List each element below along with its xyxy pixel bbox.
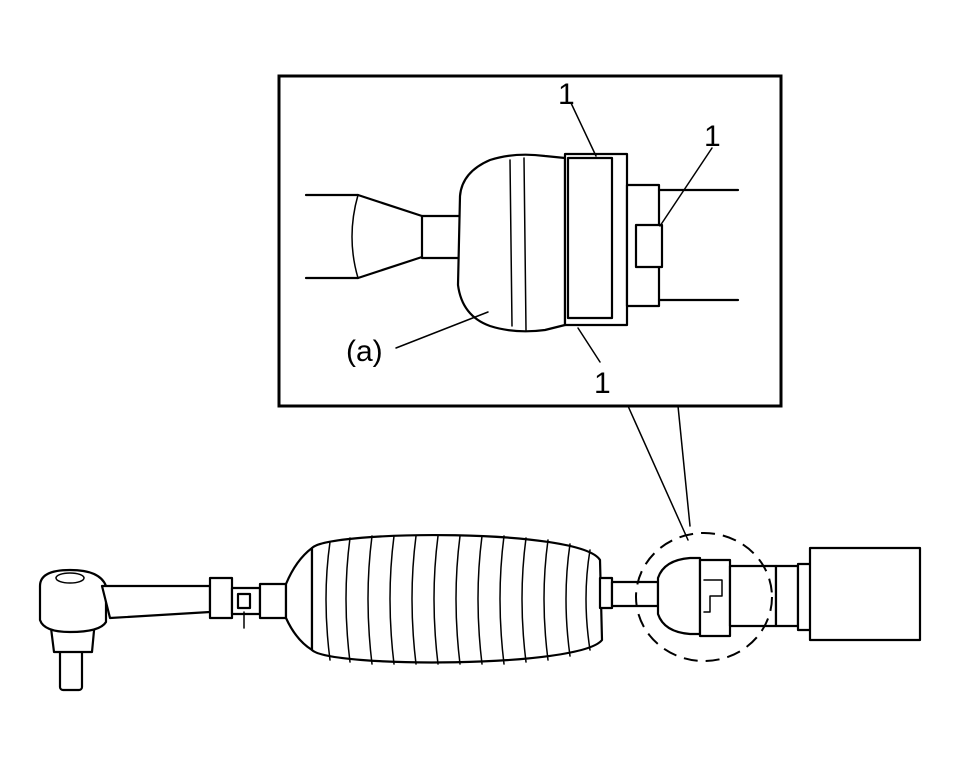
- zoom-line-right: [677, 405, 691, 527]
- tie-rod-assembly: [38, 532, 922, 692]
- detail-circle: [635, 532, 773, 662]
- inner-ball-housing: [656, 556, 800, 638]
- leader-1-right: [659, 147, 713, 227]
- inset-clamp: [563, 152, 629, 327]
- leader-1-bottom: [577, 327, 601, 363]
- inset-rod-left: [304, 193, 424, 280]
- callout-a: (a): [346, 335, 383, 368]
- lock-nut: [230, 582, 288, 629]
- leader-1-top: [570, 102, 597, 157]
- callout-1-top: 1: [558, 78, 575, 111]
- detail-inset: 1 1 1 (a): [277, 74, 783, 408]
- callout-1-bottom: 1: [594, 367, 611, 400]
- rack-housing: [796, 546, 922, 642]
- leader-a: [395, 311, 489, 349]
- inner-rod: [598, 576, 660, 610]
- callout-1-right: 1: [704, 120, 721, 153]
- bellows-boot: [284, 533, 604, 665]
- inset-neck: [420, 214, 462, 260]
- zoom-line-left: [627, 405, 689, 541]
- inset-right-housing: [625, 183, 740, 308]
- tie-rod-end: [38, 568, 234, 692]
